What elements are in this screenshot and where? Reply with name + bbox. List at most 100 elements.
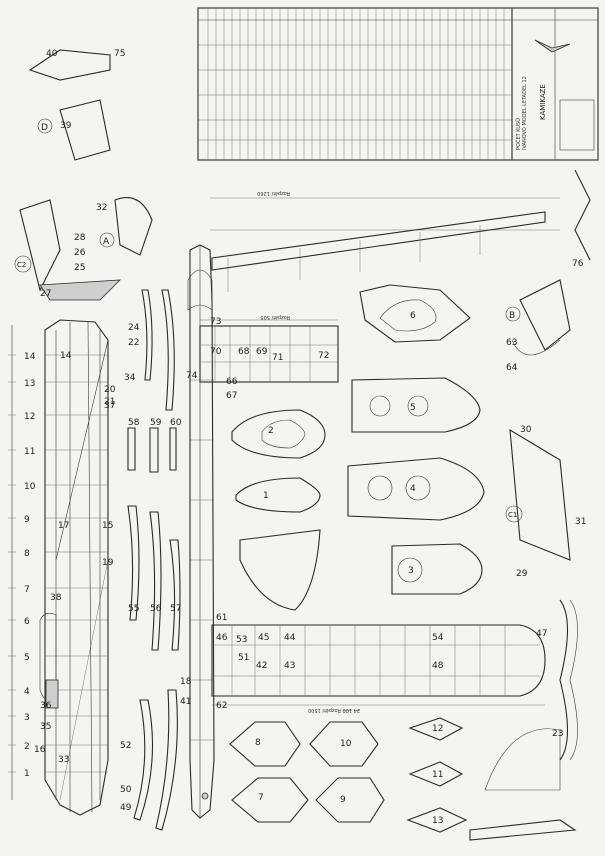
part-56: 56 <box>150 604 162 614</box>
ruler-14: 14 <box>24 352 36 362</box>
part-46: 46 <box>216 633 228 643</box>
part-47: 47 <box>536 629 547 639</box>
part-48: 48 <box>432 661 444 671</box>
ruler-2: 2 <box>24 742 30 752</box>
part-67: 67 <box>226 391 237 401</box>
part-22: 22 <box>128 338 139 348</box>
part-28: 28 <box>74 233 86 243</box>
part-18: 18 <box>180 677 192 687</box>
part-27: 27 <box>40 289 51 299</box>
part-66: 66 <box>226 377 238 387</box>
ruler-9: 9 <box>24 515 30 525</box>
station-ruler: 14 13 12 11 10 9 8 7 6 5 4 3 2 1 <box>8 325 36 800</box>
part-12: 12 <box>432 724 443 734</box>
part-25: 25 <box>74 263 85 273</box>
ruler-7: 7 <box>24 585 30 595</box>
ruler-5: 5 <box>24 653 30 663</box>
wing-span-label: 2̶4̶ 1̶0̶0̶ Rozpětí 1500 <box>308 707 361 714</box>
part-54: 54 <box>432 633 444 643</box>
part-51: 51 <box>238 653 249 663</box>
part-53: 53 <box>236 635 247 645</box>
part-52: 52 <box>120 741 131 751</box>
fuselage-side-view <box>187 244 215 819</box>
part-21: 21 <box>104 397 115 407</box>
wing-ribs <box>229 717 577 841</box>
fuselage-length-label: Rozpětí 1260 <box>257 190 290 197</box>
part-57: 57 <box>170 604 181 614</box>
part-8: 8 <box>255 738 261 748</box>
part-50: 50 <box>120 785 132 795</box>
part-23: 23 <box>552 729 563 739</box>
part-61: 61 <box>216 613 227 623</box>
ruler-3: 3 <box>24 713 30 723</box>
part-13: 13 <box>432 816 443 826</box>
detail-A: A <box>103 237 110 247</box>
part-11: 11 <box>432 770 443 780</box>
ruler-10: 10 <box>24 482 36 492</box>
parts-list-table: IVANOVO MODEL LETADEL 12 KAMIKAZE POČET … <box>197 7 599 161</box>
part-38: 38 <box>50 593 62 603</box>
detail-D: D <box>41 123 48 133</box>
part-6: 6 <box>410 311 416 321</box>
part-9: 9 <box>340 795 346 805</box>
part-76: 76 <box>572 259 584 269</box>
detail-sketches <box>19 49 591 761</box>
part-70: 70 <box>210 347 222 357</box>
part-19: 19 <box>102 558 114 568</box>
formers <box>231 284 485 611</box>
ruler-11: 11 <box>24 447 35 457</box>
part-75: 75 <box>114 49 125 59</box>
part-2: 2 <box>268 426 274 436</box>
title-block-text: IVANOVO MODEL LETADEL 12 <box>522 76 528 150</box>
part-44: 44 <box>284 633 296 643</box>
part-33: 33 <box>58 755 69 765</box>
part-64: 64 <box>506 363 518 373</box>
part-32: 32 <box>96 203 107 213</box>
detail-B: B <box>509 311 515 321</box>
part-26: 26 <box>74 248 86 258</box>
wing-panel-plan: 2̶4̶ 1̶0̶0̶ Rozpětí 1500 <box>211 624 546 714</box>
part-14: 14 <box>60 351 72 361</box>
part-31: 31 <box>575 517 586 527</box>
part-24: 24 <box>128 323 140 333</box>
parts-list-header: POČET KUSŮ <box>515 118 522 150</box>
fin-side-view: Rozpětí 1260 <box>210 190 560 292</box>
part-5: 5 <box>410 403 416 413</box>
part-40: 40 <box>46 49 58 59</box>
part-number-labels: 1 2 3 4 5 6 7 8 9 10 11 12 13 14 15 16 1… <box>34 49 586 826</box>
part-7: 7 <box>258 793 264 803</box>
detail-C2: C2 <box>17 261 26 269</box>
ruler-1: 1 <box>24 769 30 779</box>
part-34: 34 <box>124 373 136 383</box>
part-15: 15 <box>102 521 113 531</box>
detail-C1: C1 <box>508 511 517 519</box>
part-10: 10 <box>340 739 352 749</box>
part-29: 29 <box>516 569 528 579</box>
ruler-4: 4 <box>24 687 30 697</box>
part-62: 62 <box>216 701 227 711</box>
part-58: 58 <box>128 418 140 428</box>
part-68: 68 <box>238 347 250 357</box>
ruler-12: 12 <box>24 412 35 422</box>
part-36: 36 <box>40 701 52 711</box>
part-1: 1 <box>263 491 269 501</box>
part-69: 69 <box>256 347 268 357</box>
model-name: KAMIKAZE <box>539 84 547 120</box>
part-42: 42 <box>256 661 267 671</box>
loose-parts <box>127 289 181 831</box>
part-72: 72 <box>318 351 329 361</box>
part-55: 55 <box>128 604 139 614</box>
ruler-13: 13 <box>24 379 35 389</box>
part-39: 39 <box>60 121 72 131</box>
part-37: 37 <box>104 401 115 411</box>
wing-half-plan <box>39 319 109 816</box>
stabilizer-span-label: Rozpětí 505 <box>260 314 290 321</box>
part-16: 16 <box>34 745 46 755</box>
part-73: 73 <box>210 317 221 327</box>
part-63: 63 <box>506 338 517 348</box>
part-41: 41 <box>180 697 191 707</box>
part-49: 49 <box>120 803 132 813</box>
ruler-6: 6 <box>24 617 30 627</box>
part-17: 17 <box>58 521 69 531</box>
detail-letters: A B C1 C2 D <box>14 118 523 523</box>
